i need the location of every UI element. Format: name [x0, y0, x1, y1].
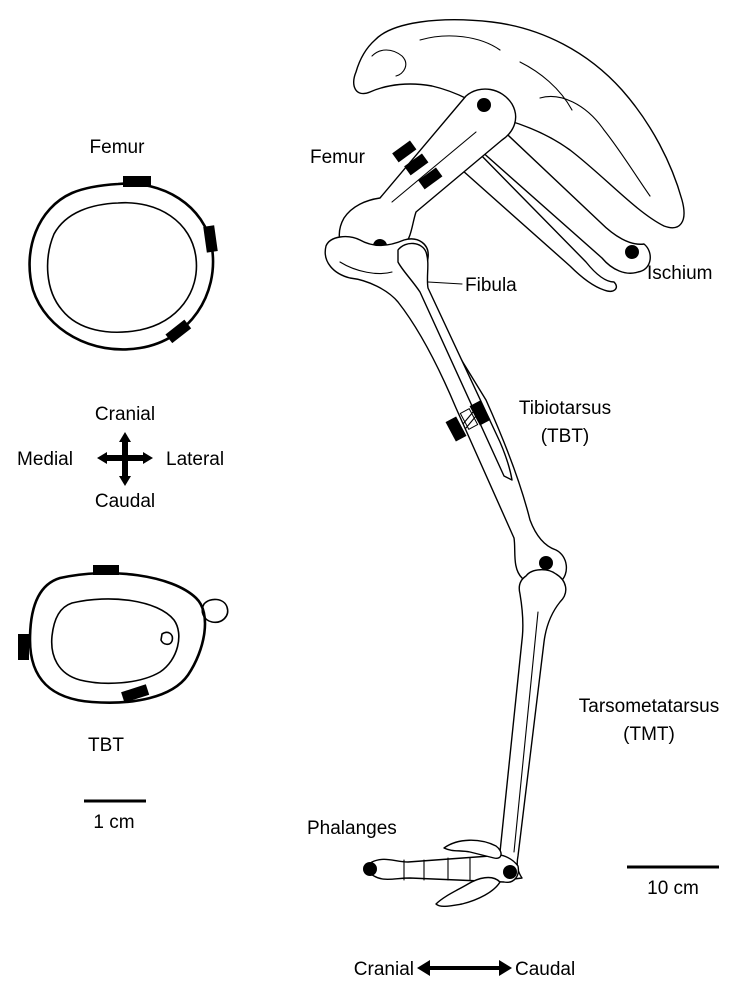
tbt-outer-cortex: [28, 571, 207, 704]
small-scale-bar: 1 cm: [84, 799, 146, 833]
tbt-section-title: TBT: [88, 735, 124, 756]
orientation-cranial-label: Cranial: [95, 404, 155, 425]
femur-section-title: Femur: [90, 137, 146, 158]
toe-lower: [435, 876, 501, 907]
tbt-hatch-2: [465, 415, 477, 429]
fibula-leader-line: [427, 281, 463, 285]
limb-skeleton: [324, 19, 685, 907]
orientation-lateral-label: Lateral: [166, 449, 224, 470]
tarsometatarsus-bone: [498, 569, 567, 881]
fibula-label: Fibula: [465, 275, 517, 296]
hip-joint-marker: [477, 98, 491, 112]
double-arrow-icon: [417, 960, 512, 976]
bottom-caudal-label: Caudal: [515, 959, 575, 980]
phalanges-label: Phalanges: [307, 818, 397, 839]
tarsometatarsus-abbr-label: (TMT): [623, 724, 675, 745]
femur-bone-gauge-3: [418, 167, 443, 190]
tmt-shaft-line: [513, 611, 539, 853]
tbt-gauge-medial: [18, 634, 29, 660]
tibiotarsus-abbr-label: (TBT): [541, 426, 590, 447]
femur-bone-gauge-2: [404, 153, 429, 176]
femur-shaft-line: [391, 131, 477, 203]
phalanges-tip-marker: [363, 862, 377, 876]
tbt-gauge-cranial: [93, 565, 119, 575]
pelvis-ridge-3: [539, 95, 651, 197]
pelvis-ilium: [352, 19, 685, 229]
toe-upper: [443, 839, 502, 860]
femur-medullary-cavity: [46, 201, 198, 333]
small-scale-label: 1 cm: [93, 812, 134, 833]
phalanges-bone: [367, 854, 520, 883]
pelvis-ridge-4: [419, 35, 501, 51]
femur-gauge-caudolateral: [165, 319, 192, 344]
bottom-orientation-axis: Cranial Caudal: [354, 959, 575, 980]
ischium-marker: [625, 245, 639, 259]
tbt-hatch-1: [462, 411, 474, 425]
ischium-label: Ischium: [647, 263, 712, 284]
tbt-fibula-section: [201, 598, 229, 624]
orientation-compass: Cranial Medial Lateral Caudal: [17, 404, 224, 512]
tbt-cross-section: TBT: [18, 565, 229, 756]
pelvis-ridge-2: [519, 61, 573, 111]
tarsometatarsus-label: Tarsometatarsus: [579, 696, 719, 717]
femur-label: Femur: [310, 147, 366, 168]
bottom-cranial-label: Cranial: [354, 959, 414, 980]
large-scale-bar: 10 cm: [627, 865, 719, 899]
tbt-bone-gauge-caudal: [469, 400, 491, 426]
femur-gauge-lateral: [203, 225, 218, 253]
tbt-bone-gauge-cranial: [445, 416, 467, 442]
tibiotarsus-crest-line: [339, 261, 393, 275]
pelvis-ridge-1: [371, 49, 407, 77]
tbt-fibula-facet: [160, 631, 174, 646]
femur-cross-section: Femur: [28, 137, 218, 351]
tbt-medullary-cavity: [50, 598, 180, 685]
tibiotarsus-bone: [324, 235, 567, 588]
orientation-caudal-label: Caudal: [95, 491, 155, 512]
pubis: [461, 149, 618, 292]
ischium: [479, 119, 651, 274]
compass-cross-icon: [97, 432, 153, 486]
tibiotarsus-label: Tibiotarsus: [519, 398, 611, 419]
tbt-gauge-caudal: [121, 684, 150, 703]
femur-gauge-cranial: [123, 176, 151, 187]
femur-bone-gauge-1: [392, 140, 417, 163]
large-scale-label: 10 cm: [647, 878, 699, 899]
foot-joint-marker: [503, 865, 517, 879]
orientation-medial-label: Medial: [17, 449, 73, 470]
ankle-joint-marker: [539, 556, 553, 570]
